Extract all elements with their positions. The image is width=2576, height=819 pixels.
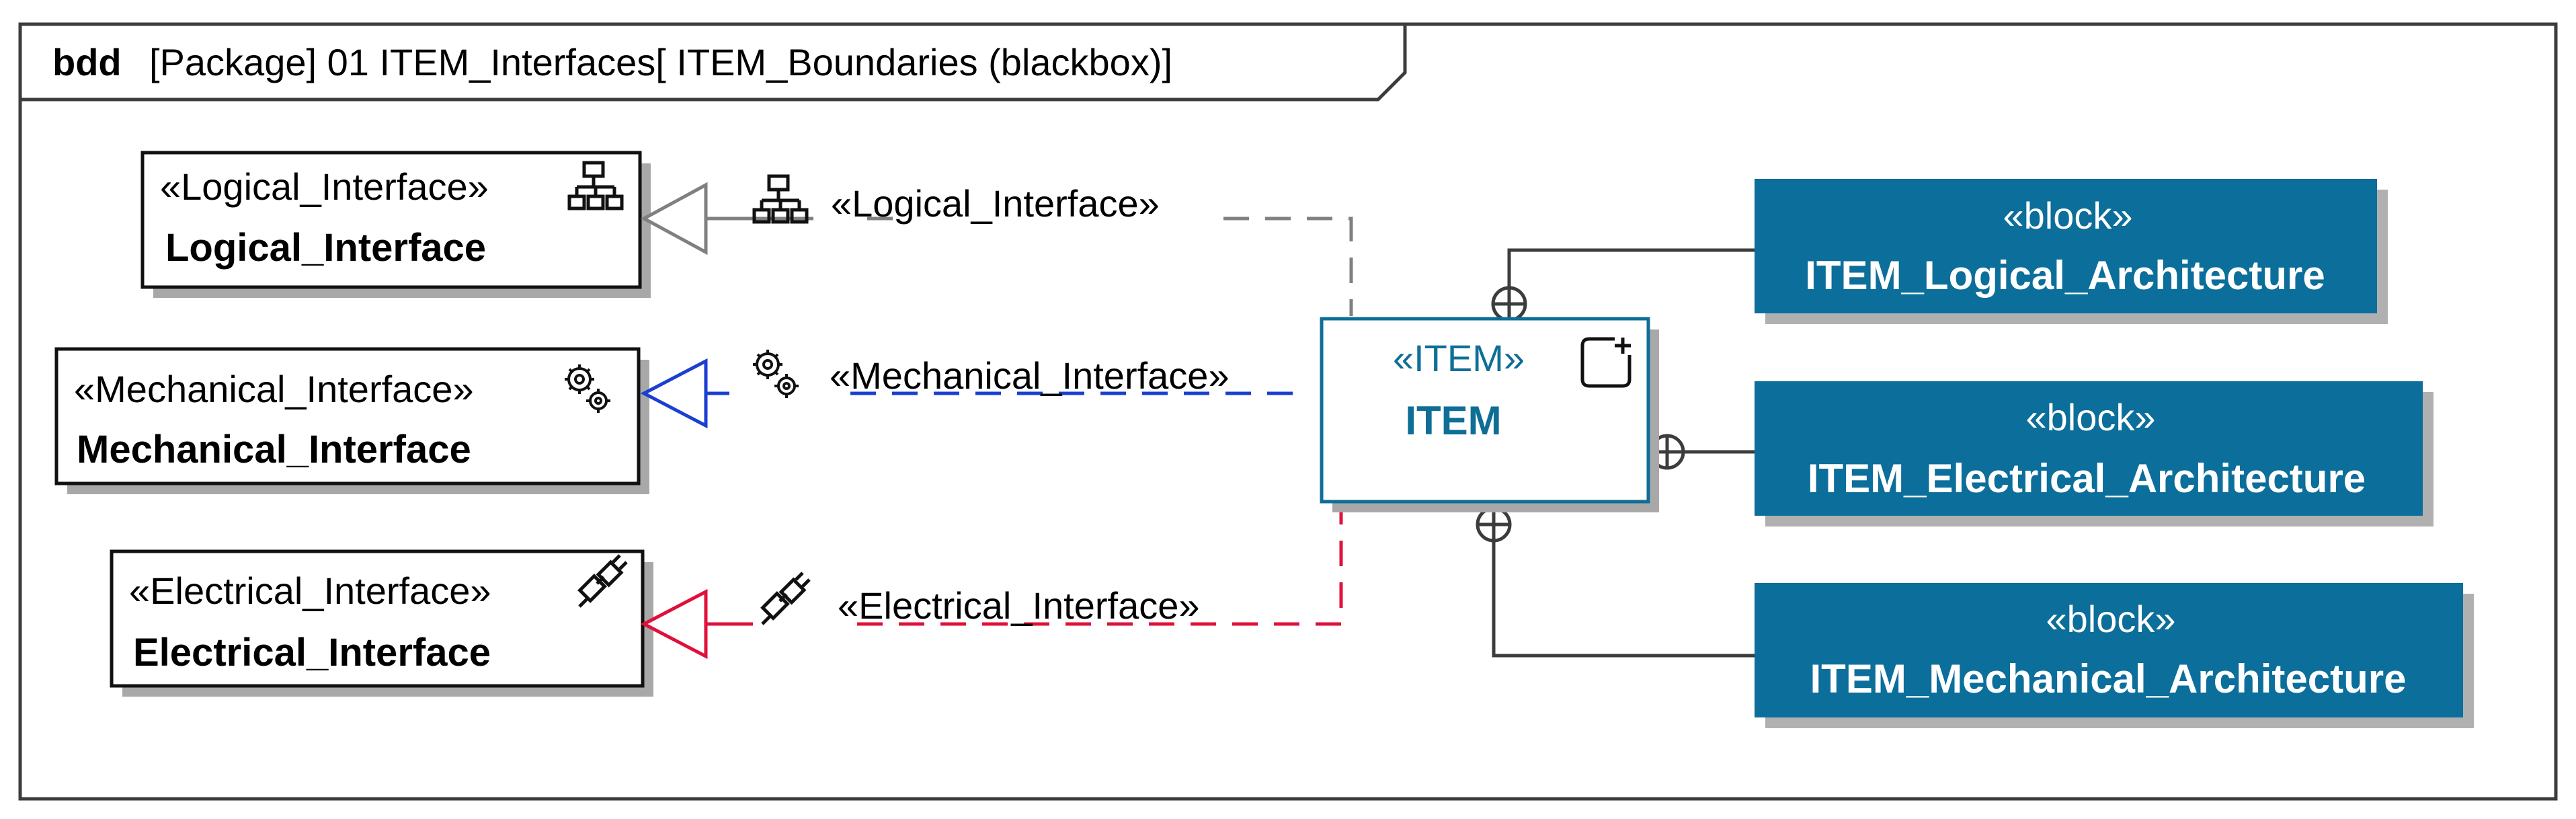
- block-electrical-architecture[interactable]: «block» ITEM_Electrical_Architecture: [1755, 381, 2433, 526]
- gears-icon: [565, 364, 610, 413]
- mechanical-realization-arrowhead: [640, 358, 708, 429]
- item-block[interactable]: «ITEM» ITEM: [1320, 317, 1659, 512]
- block-electrical-stereotype: «block»: [2025, 396, 2155, 438]
- plug-icon: [760, 572, 811, 625]
- item-stereotype: «ITEM»: [1393, 337, 1525, 379]
- electrical-interface-box[interactable]: «Electrical_Interface» Electrical_Interf…: [110, 549, 653, 697]
- logical-realization-label: «Logical_Interface»: [831, 182, 1160, 225]
- block-mechanical-stereotype: «block»: [2046, 598, 2175, 640]
- block-mechanical-name: ITEM_Mechanical_Architecture: [1810, 656, 2407, 701]
- mechanical-realization[interactable]: «Mechanical_Interface»: [640, 350, 1304, 429]
- electrical-interface-name: Electrical_Interface: [133, 631, 491, 674]
- diagram-frame: bdd [Package] 01 ITEM_Interfaces[ ITEM_B…: [18, 22, 2558, 801]
- logical-realization[interactable]: «Logical_Interface»: [640, 174, 1353, 316]
- hierarchy-icon: [567, 161, 624, 210]
- mechanical-realization-label: «Mechanical_Interface»: [830, 354, 1230, 397]
- plug-icon: [577, 554, 628, 608]
- square-plus-icon: [1580, 337, 1632, 388]
- logical-realization-arrowhead: [640, 182, 708, 256]
- frame-title: [Package] 01 ITEM_Interfaces[ ITEM_Bound…: [149, 41, 1172, 83]
- item-name: ITEM: [1405, 398, 1501, 443]
- block-mechanical-architecture[interactable]: «block» ITEM_Mechanical_Architecture: [1755, 583, 2474, 728]
- electrical-realization-label: «Electrical_Interface»: [838, 584, 1200, 627]
- electrical-interface-stereotype: «Electrical_Interface»: [129, 570, 491, 612]
- block-logical-stereotype: «block»: [2003, 194, 2132, 237]
- electrical-realization-arrowhead: [640, 588, 708, 660]
- frame-kind: bdd: [52, 41, 122, 83]
- connector-mechanical-architecture: [1492, 541, 1755, 658]
- mechanical-interface-box[interactable]: «Mechanical_Interface» Mechanical_Interf…: [54, 347, 649, 494]
- logical-interface-stereotype: «Logical_Interface»: [160, 165, 489, 208]
- logical-interface-box[interactable]: «Logical_Interface» Logical_Interface: [140, 151, 651, 298]
- gears-icon: [753, 350, 799, 398]
- mechanical-interface-name: Mechanical_Interface: [77, 428, 471, 471]
- block-logical-architecture[interactable]: «block» ITEM_Logical_Architecture: [1755, 179, 2388, 324]
- composition-connectors: [1476, 248, 1755, 658]
- connector-logical-architecture: [1507, 248, 1755, 298]
- mechanical-interface-stereotype: «Mechanical_Interface»: [74, 368, 474, 410]
- block-logical-name: ITEM_Logical_Architecture: [1805, 253, 2325, 298]
- block-electrical-name: ITEM_Electrical_Architecture: [1808, 456, 2366, 501]
- hierarchy-icon: [752, 174, 809, 224]
- electrical-realization[interactable]: «Electrical_Interface»: [640, 508, 1343, 660]
- logical-interface-name: Logical_Interface: [165, 226, 486, 270]
